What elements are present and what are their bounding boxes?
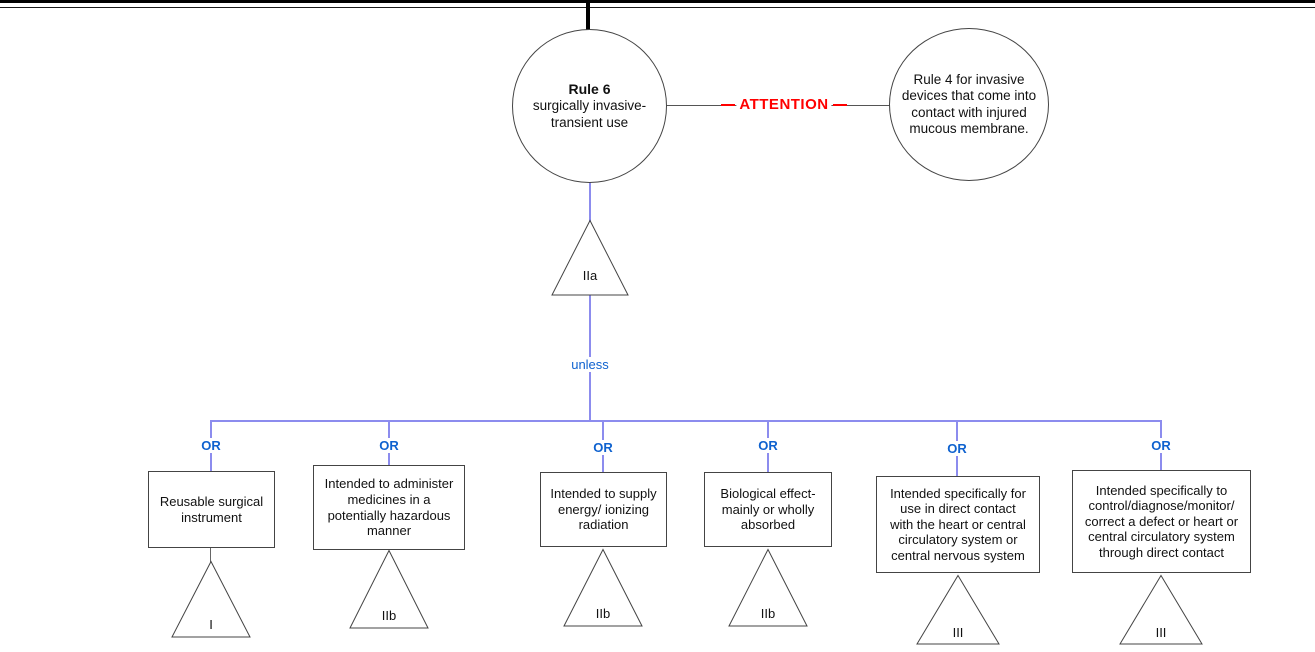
branch5-criteria-box: Intended specifically for use in direct … [876,476,1040,573]
attention-label: ATTENTION [736,96,832,113]
branch6-or-label: OR [1148,438,1174,453]
branch6-criteria-box: Intended specifically to control/diagnos… [1072,470,1251,573]
top-border-thin-line [0,7,1315,8]
triangle-class-iia: IIa [551,219,629,296]
branch3-criteria-box: Intended to supply energy/ ionizing radi… [540,472,667,547]
branch6-class-label: III [1156,625,1167,640]
class-iia-label: IIa [583,268,598,283]
triangle-shape [916,574,1000,645]
branch5-or-label: OR [944,441,970,456]
branch3-class-label: IIb [596,606,610,621]
branch1-class-label: I [209,617,213,632]
branch3-triangle-class-iib: IIb [563,548,643,627]
branch6-triangle-class-iii: III [1119,574,1203,645]
branch4-or-label: OR [755,438,781,453]
branch4-triangle-class-iib: IIb [728,548,808,627]
root-connector-line [586,0,590,31]
triangle-shape [349,549,429,629]
branch4-class-label: IIb [761,606,775,621]
branch2-criteria-box: Intended to administer medicines in a po… [313,465,465,550]
branch1-criteria-box: Reusable surgical instrument [148,471,275,548]
rule6-subtitle: surgically invasive- transient use [532,98,647,130]
branch5-triangle-class-iii: III [916,574,1000,645]
branch2-triangle-class-iib: IIb [349,549,429,629]
rule6-circle: Rule 6 surgically invasive- transient us… [512,29,667,183]
branch2-class-label: IIb [382,608,396,623]
rule4-circle: Rule 4 for invasive devices that come in… [889,28,1049,181]
triangle-shape [728,548,808,627]
branch4-criteria-box: Biological effect- mainly or wholly abso… [704,472,832,547]
triangle-shape [551,219,629,296]
branch2-or-label: OR [376,438,402,453]
rule6-title: Rule 6 [568,81,611,97]
branch3-or-label: OR [590,440,616,455]
branch1-triangle-class-i: I [171,560,251,638]
triangle-shape [563,548,643,627]
branch1-box-triangle-connector [210,548,211,562]
branch5-class-label: III [953,625,964,640]
top-border-thick-line [0,0,1315,3]
attention-dash-right [833,104,847,106]
branch1-or-label: OR [198,438,224,453]
unless-label: unless [568,357,612,372]
main-vertical-line [589,182,591,422]
rule4-note: Rule 4 for invasive devices that come in… [901,71,1037,137]
attention-dash-left [721,104,735,106]
triangle-shape [1119,574,1203,645]
branch-horizontal-line [210,420,1162,422]
triangle-shape [171,560,251,638]
